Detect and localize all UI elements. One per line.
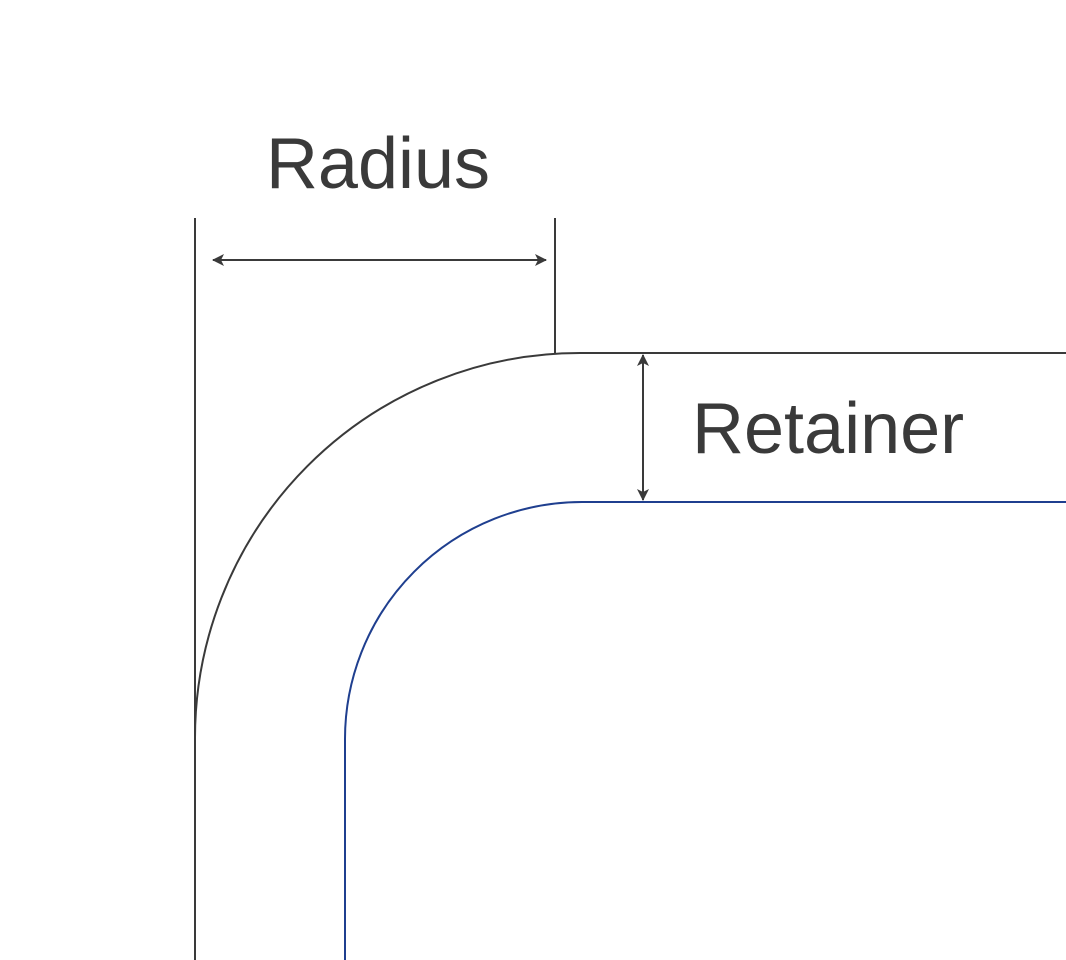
outer-corner-outline <box>193 352 1066 960</box>
radius-label: Radius <box>266 124 490 204</box>
inner-corner-outline <box>343 501 1066 960</box>
retainer-label: Retainer <box>692 389 964 469</box>
